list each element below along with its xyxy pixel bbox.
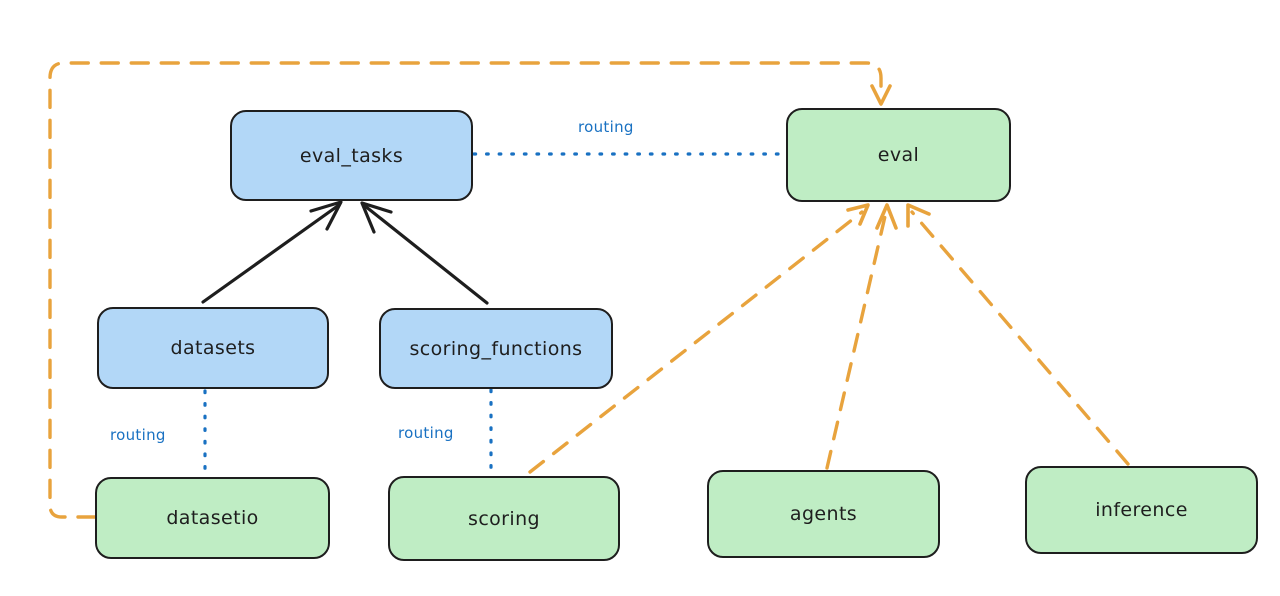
node-label-eval-tasks: eval_tasks <box>299 144 404 167</box>
node-label-datasets: datasets <box>170 337 256 359</box>
node-agents[interactable]: agents <box>707 470 940 558</box>
arrowhead-scoring-functions-eval-tasks <box>360 201 393 234</box>
arrowhead-datasetio-eval <box>870 84 892 106</box>
node-label-scoring: scoring <box>468 507 540 530</box>
edge-datasetio-to-eval <box>48 61 883 519</box>
edge-label-routing-scoring-functions: routing <box>398 424 454 442</box>
node-label-agents: agents <box>789 503 858 525</box>
edge-datasets-to-eval-tasks <box>201 203 341 304</box>
edge-label-routing-eval-tasks: routing <box>578 118 634 136</box>
node-inference[interactable]: inference <box>1025 466 1258 554</box>
node-label-datasetio: datasetio <box>166 507 259 529</box>
node-eval-tasks[interactable]: eval_tasks <box>230 110 473 201</box>
node-label-inference: inference <box>1095 499 1188 521</box>
edge-scoring-functions-to-eval-tasks <box>363 204 489 305</box>
node-scoring-functions[interactable]: scoring_functions <box>379 308 613 389</box>
node-label-eval: eval <box>877 144 920 166</box>
arrowhead-scoring-eval <box>846 203 870 226</box>
node-label-scoring-functions: scoring_functions <box>409 337 583 360</box>
arrowhead-agents-eval <box>875 203 898 230</box>
arrowhead-datasets-eval-tasks <box>309 200 343 231</box>
node-scoring[interactable]: scoring <box>388 476 620 561</box>
node-datasetio[interactable]: datasetio <box>95 477 330 559</box>
edge-label-routing-datasets: routing <box>110 426 166 444</box>
arrowhead-inference-eval <box>906 203 931 228</box>
node-datasets[interactable]: datasets <box>97 307 329 389</box>
edge-scoring-to-eval <box>528 210 864 474</box>
node-eval[interactable]: eval <box>786 108 1011 202</box>
edge-agents-to-eval <box>825 210 888 470</box>
edge-inference-to-eval <box>910 210 1130 466</box>
